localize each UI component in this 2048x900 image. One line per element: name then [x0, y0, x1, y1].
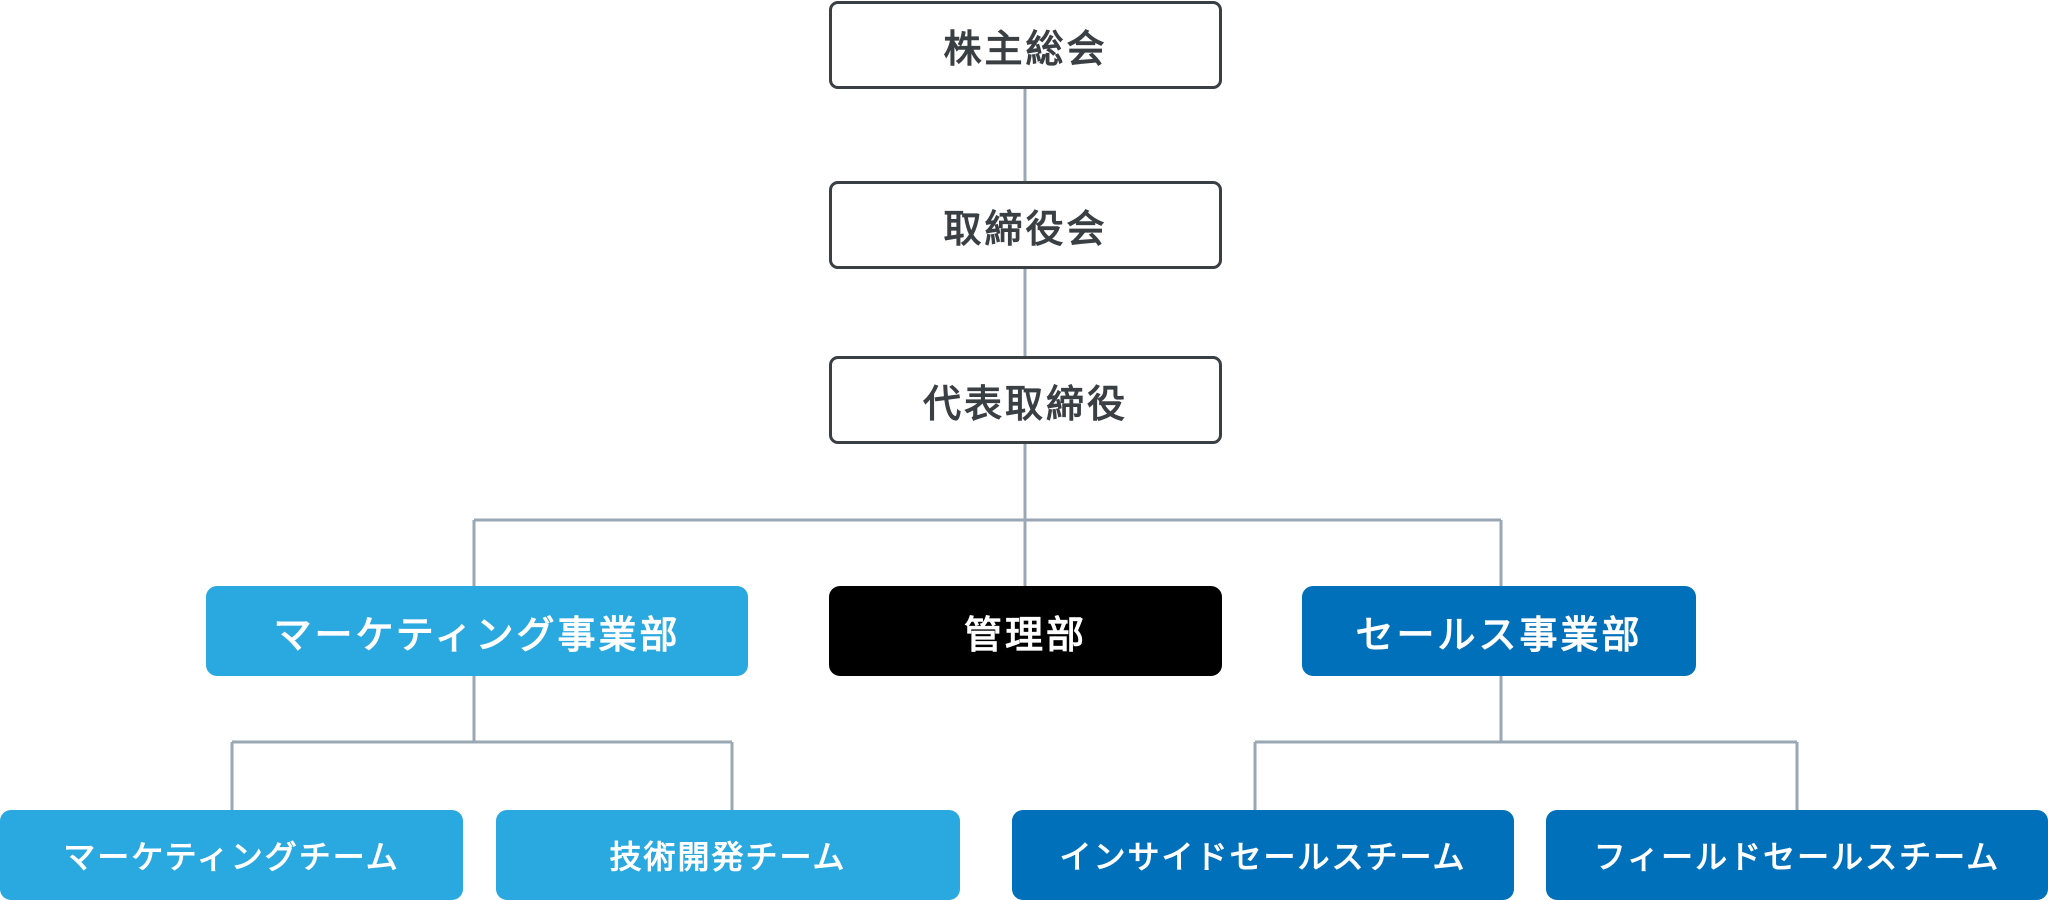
node-shareholders-meeting: 株主総会 — [829, 1, 1222, 89]
node-ceo: 代表取締役 — [829, 356, 1222, 444]
node-administration-department: 管理部 — [829, 586, 1222, 676]
node-sales-division: セールス事業部 — [1302, 586, 1696, 676]
node-tech-dev-team: 技術開発チーム — [496, 810, 960, 900]
node-marketing-team: マーケティングチーム — [0, 810, 463, 900]
node-field-sales-team: フィールドセールスチーム — [1546, 810, 2048, 900]
node-marketing-division: マーケティング事業部 — [206, 586, 748, 676]
node-board-of-directors: 取締役会 — [829, 181, 1222, 269]
node-inside-sales-team: インサイドセールスチーム — [1012, 810, 1514, 900]
